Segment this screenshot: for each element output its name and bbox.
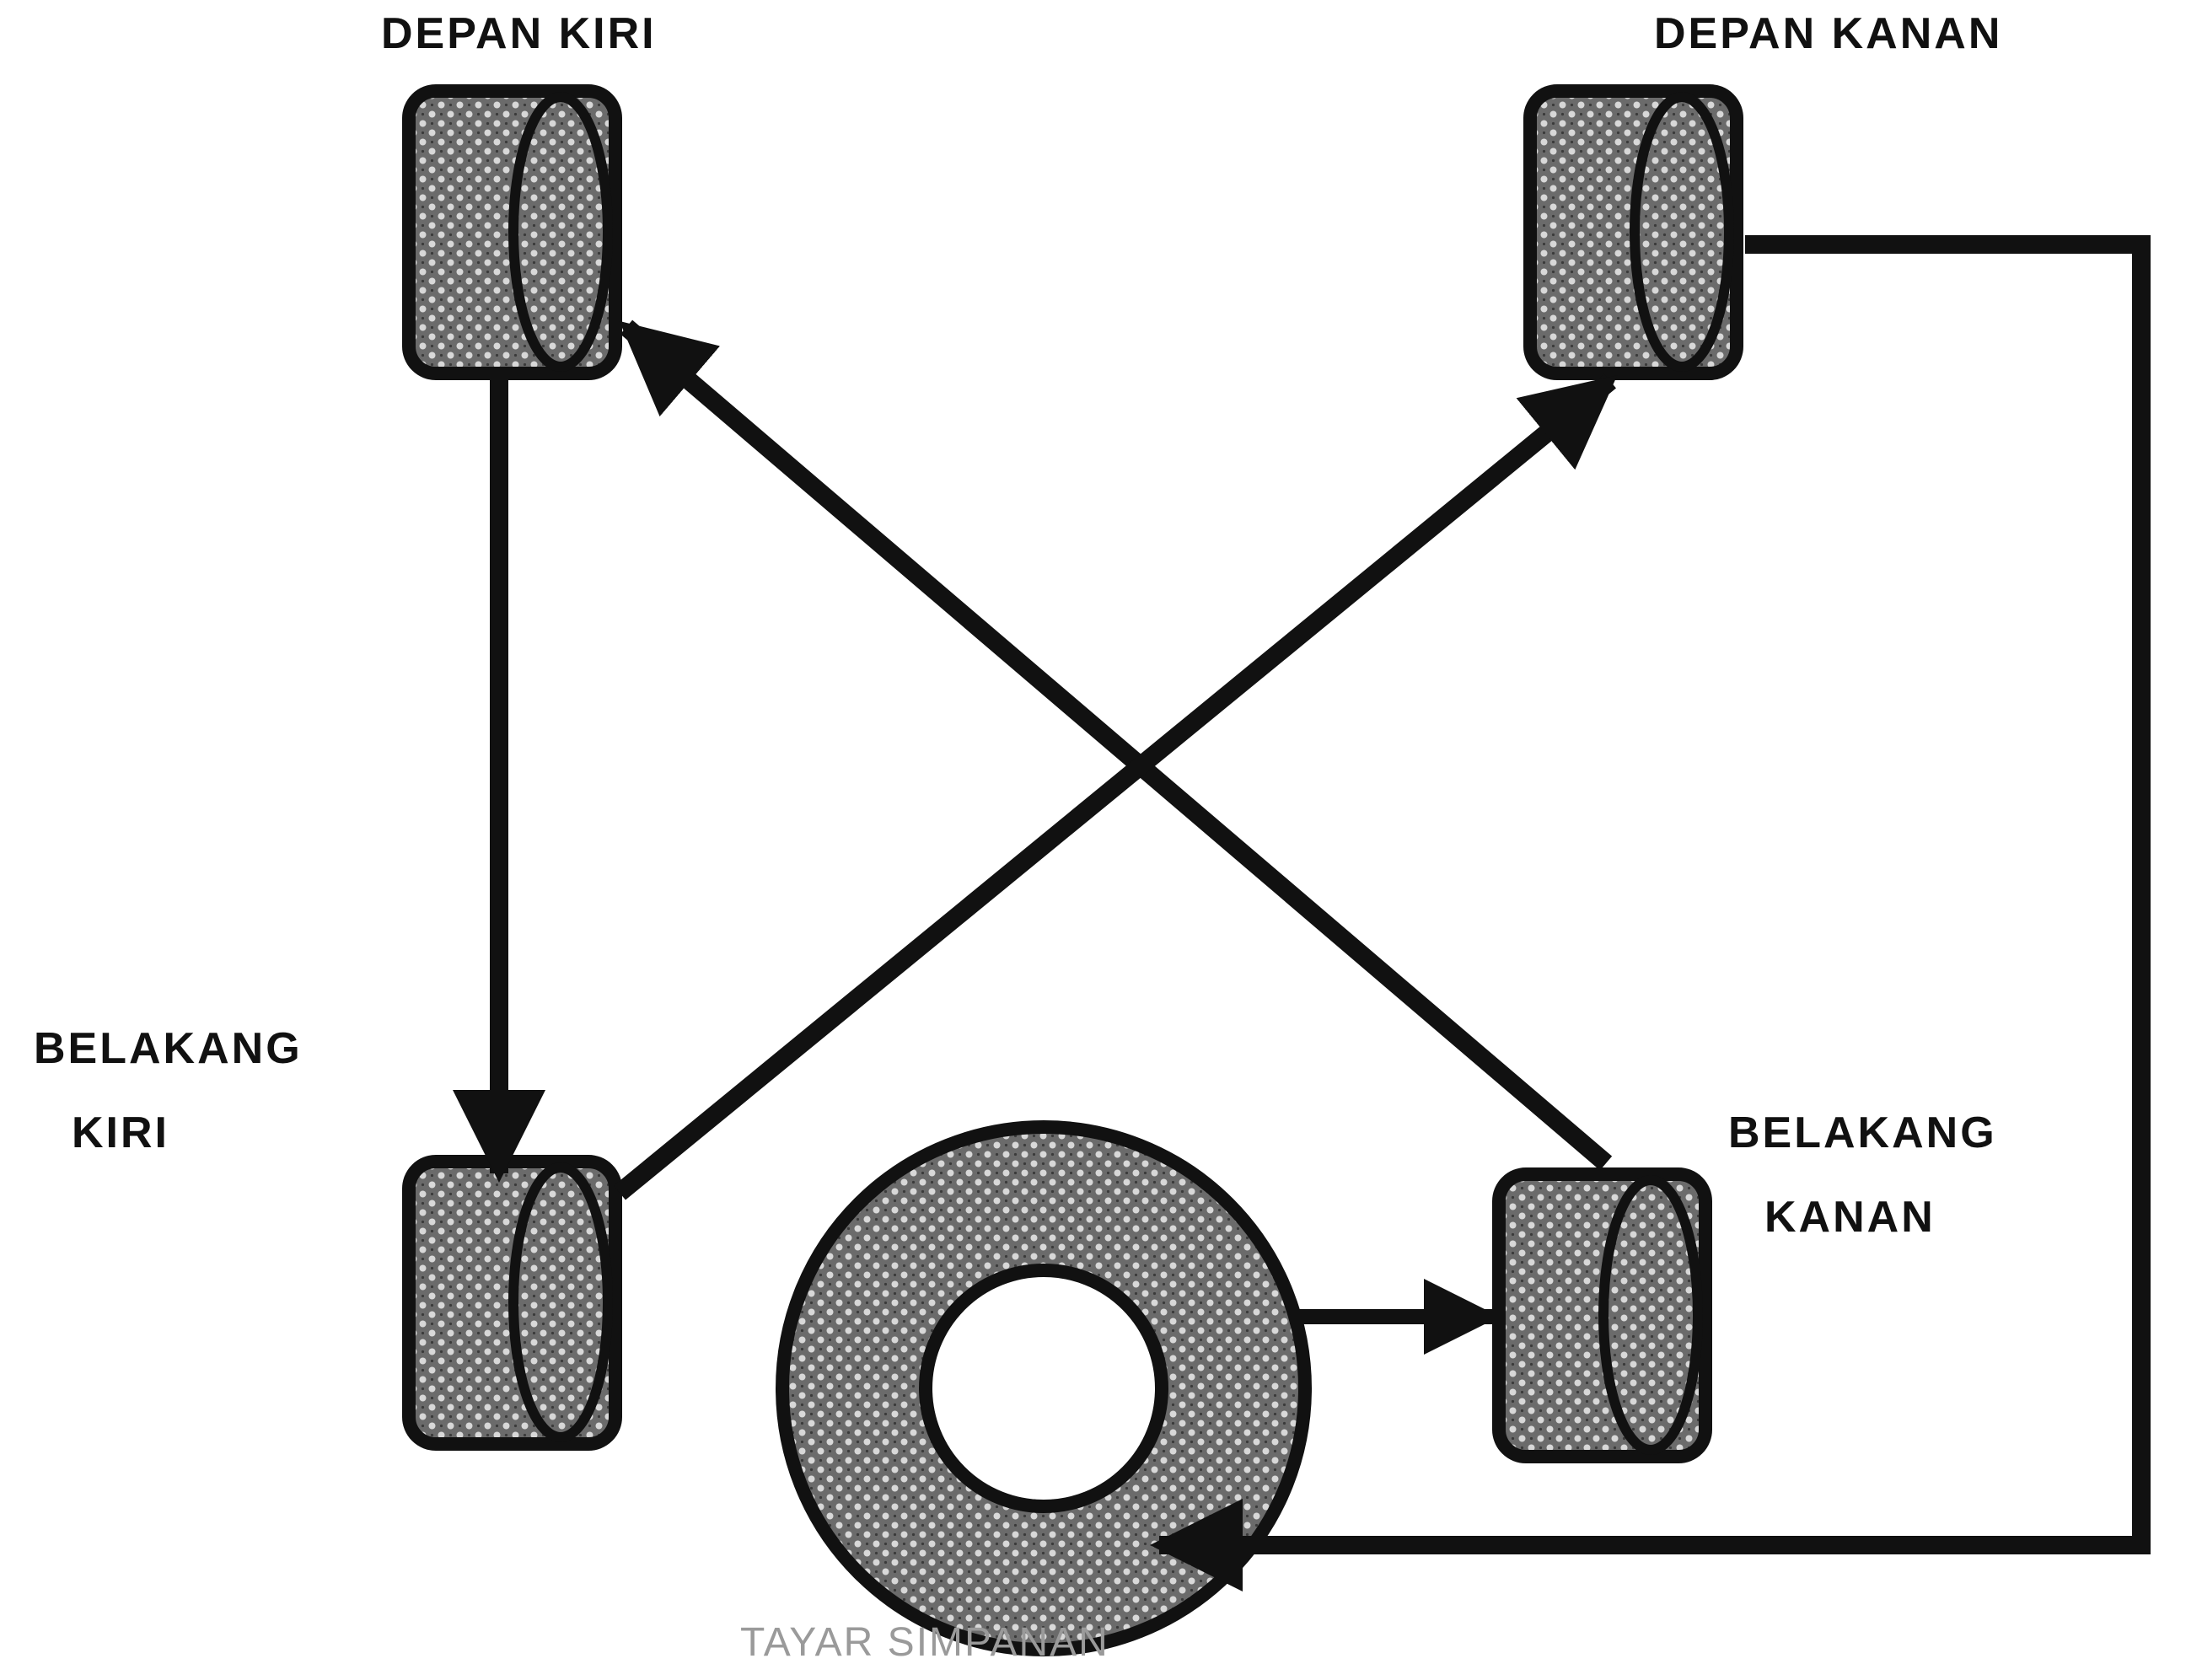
label-front-right: DEPAN KANAN (1654, 12, 2002, 56)
tire-rear-left (409, 1162, 615, 1444)
tire-front-right (1530, 91, 1737, 373)
tire-front-left (409, 91, 615, 373)
tire-rear-right (1499, 1174, 1705, 1457)
spare-tire (782, 1127, 1305, 1650)
label-rear-left-line2: KIRI (72, 1111, 169, 1155)
label-rear-left-line1: BELAKANG (34, 1027, 303, 1071)
arrow-rear-right-to-front-left (626, 327, 1606, 1163)
label-spare-tire: TAYAR SIMPANAN (740, 1623, 1109, 1663)
label-rear-right-line2: KANAN (1764, 1195, 1936, 1239)
arrow-rear-left-to-front-right (620, 381, 1610, 1193)
label-front-left: DEPAN KIRI (381, 12, 657, 56)
label-rear-right-line1: BELAKANG (1728, 1111, 1997, 1155)
